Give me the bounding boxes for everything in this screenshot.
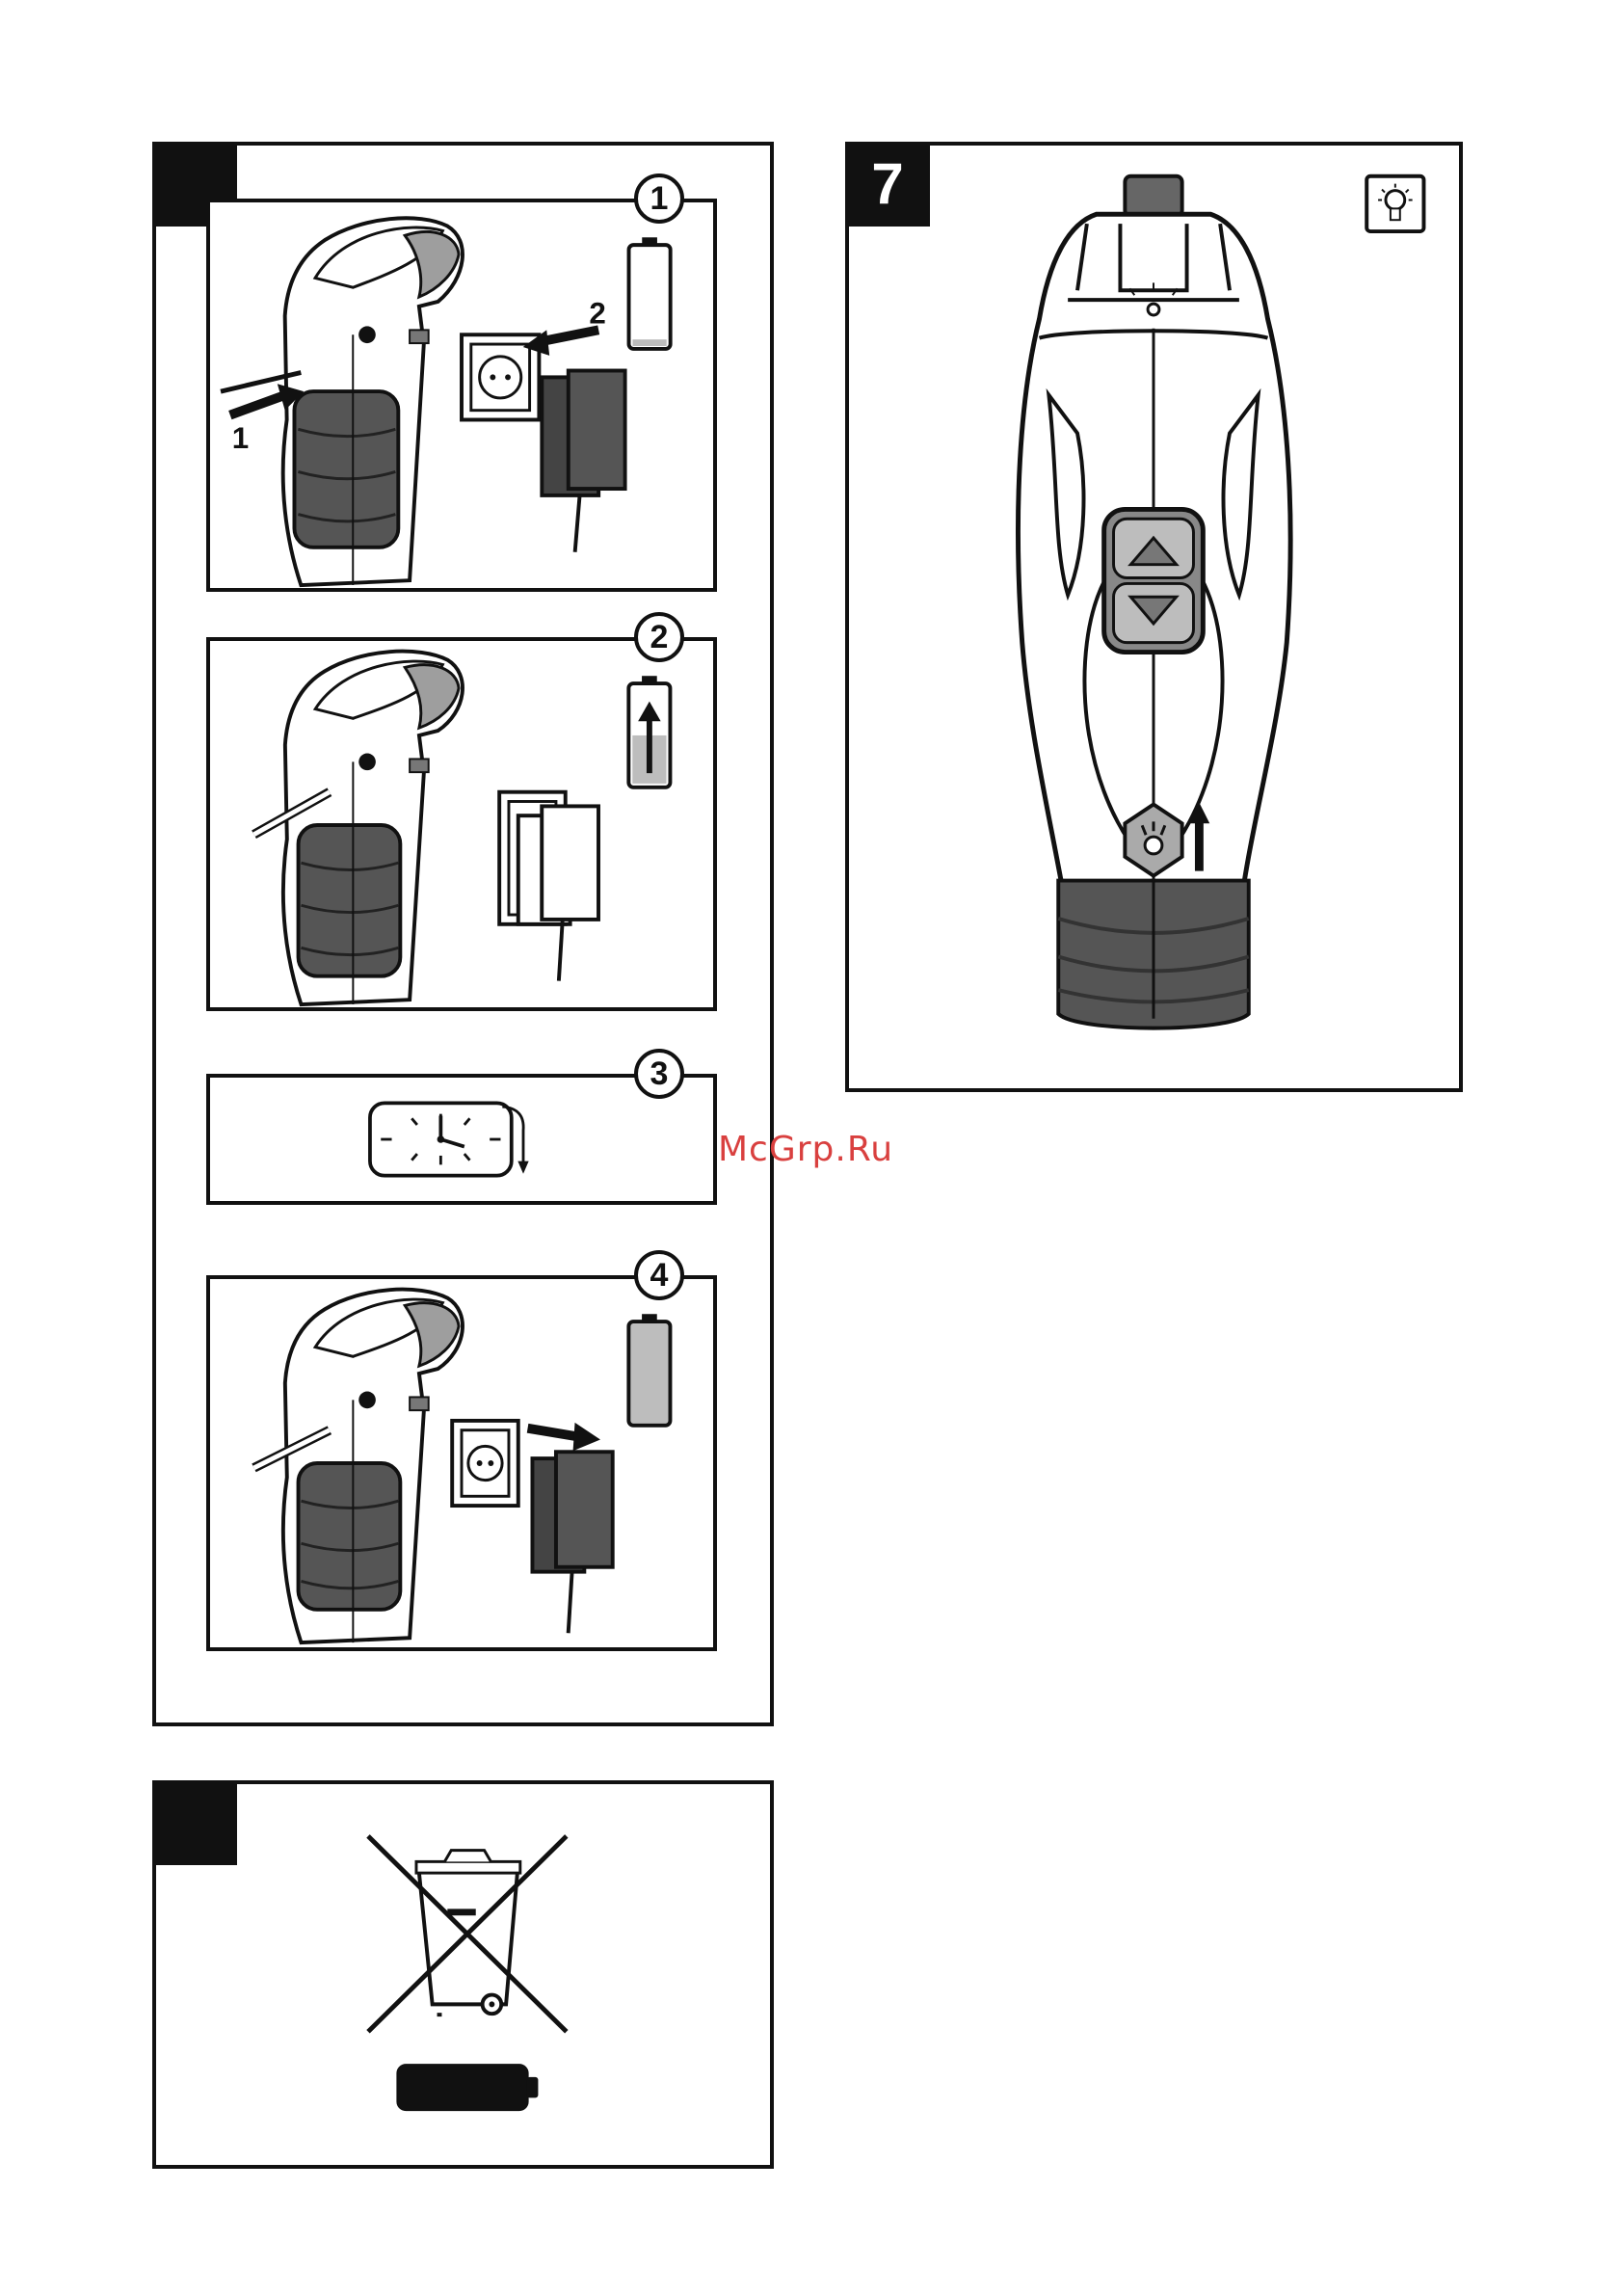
watermark-text: McGrp.Ru	[718, 1130, 893, 1169]
light-bulb-icon	[1366, 176, 1423, 231]
figure-disposal-frame	[152, 1780, 774, 2169]
step-3-panel: 3	[206, 1074, 717, 1205]
figure-right-frame: 7	[845, 142, 1463, 1092]
clock-icon	[210, 1078, 713, 1201]
step-4-panel: 4	[206, 1275, 717, 1651]
drill-charging-illustration: 1 2	[210, 202, 713, 588]
disposal-illustration	[156, 1784, 770, 2165]
step-1-panel: 1 1 2	[206, 199, 717, 592]
figure-left-frame: 1 1 2	[152, 142, 774, 1726]
arrow-label-1: 1	[232, 421, 249, 455]
battery-icon	[396, 2064, 538, 2111]
drill-top-view-illustration	[849, 146, 1459, 1088]
crossed-out-bin-icon	[368, 1836, 567, 2032]
step-2-panel: 2	[206, 637, 717, 1011]
drill-unplug-illustration	[210, 1279, 713, 1647]
drill-charging-progress-illustration	[210, 641, 713, 1007]
arrow-label-2: 2	[589, 296, 605, 330]
